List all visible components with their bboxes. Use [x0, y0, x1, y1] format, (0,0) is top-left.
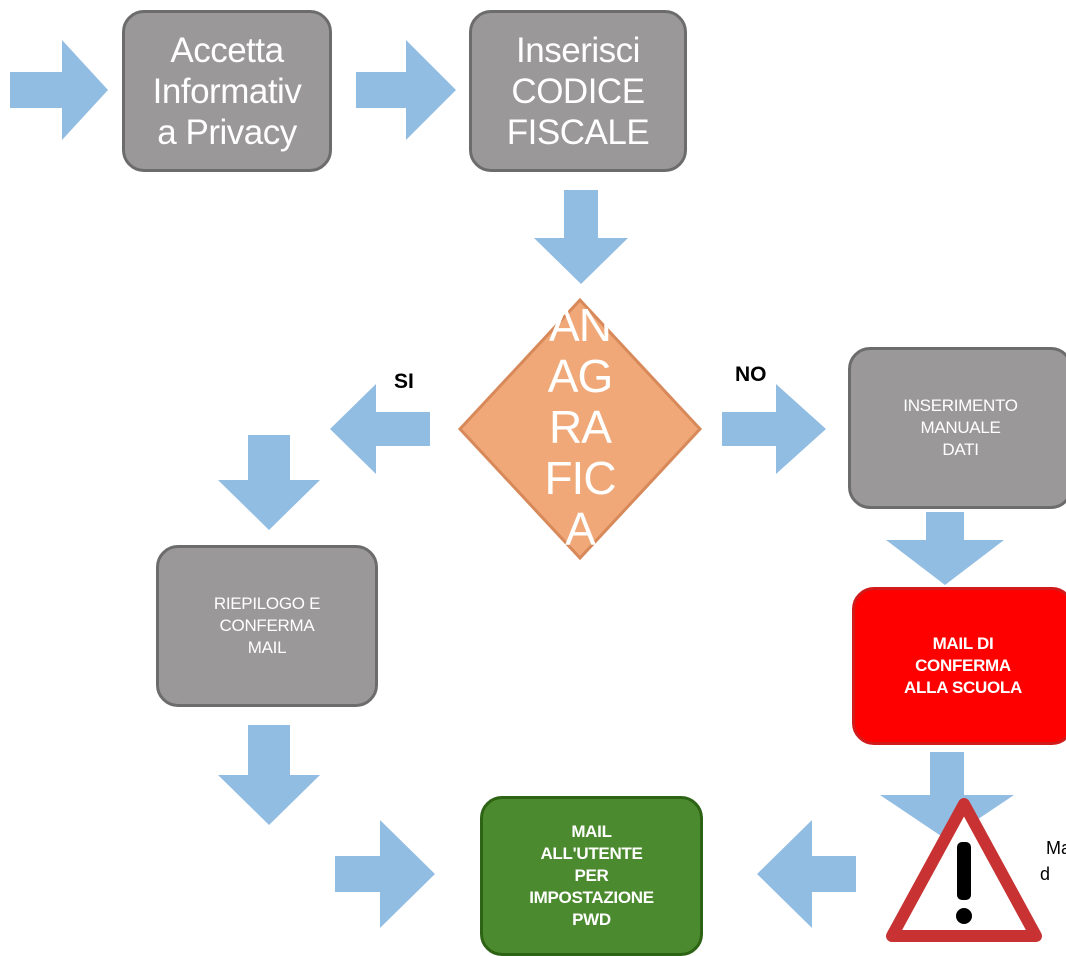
step-accetta-privacy: Accetta Informativ a Privacy — [122, 10, 332, 172]
decision-label: AN AG RA FIC A — [544, 299, 616, 555]
step-inserisci-label: Inserisci CODICE FISCALE — [506, 30, 650, 152]
step-riepilogo-label: RIEPILOGO E CONFERMA MAIL — [213, 594, 321, 657]
arrow-decision-to-no — [722, 384, 826, 474]
arrow-inserisci-to-decision — [534, 190, 628, 284]
decision-diamond — [457, 297, 703, 561]
arrow-si-to-riepilogo — [218, 435, 320, 530]
warning-note-line-2: d — [1040, 864, 1051, 884]
arrow-to-mail-utente-left — [335, 820, 435, 928]
step-inserimento-label: INSERIMENTO MANUALE DATI — [903, 396, 1018, 459]
arrow-warning-to-mail-utente — [757, 820, 856, 928]
branch-label-no: NO — [735, 363, 767, 386]
arrow-inserimento-to-mail-scuola — [886, 512, 1004, 585]
step-mail-utente: MAIL ALL'UTENTE PER IMPOSTAZIONE PWD — [480, 796, 703, 956]
step-mail-utente-label: MAIL ALL'UTENTE PER IMPOSTAZIONE PWD — [529, 822, 654, 929]
arrow-accetta-to-inserisci — [356, 40, 456, 140]
arrow-riepilogo-down — [218, 725, 320, 825]
step-inserisci-codice-fiscale: Inserisci CODICE FISCALE — [469, 10, 687, 172]
step-riepilogo-conferma: RIEPILOGO E CONFERMA MAIL — [156, 545, 378, 707]
warning-note-line-1: Ma — [1046, 838, 1066, 858]
branch-label-si: SI — [394, 370, 414, 393]
arrow-entry — [10, 40, 108, 140]
step-mail-conferma-scuola: MAIL DI CONFERMA ALLA SCUOLA — [852, 587, 1066, 745]
arrow-decision-to-si — [330, 384, 430, 474]
step-accetta-privacy-label: Accetta Informativ a Privacy — [152, 30, 302, 152]
step-inserimento-manuale: INSERIMENTO MANUALE DATI — [848, 347, 1066, 509]
step-mail-scuola-label: MAIL DI CONFERMA ALLA SCUOLA — [904, 634, 1022, 697]
arrow-mail-scuola-to-warning — [880, 752, 1014, 840]
warning-triangle-icon — [886, 798, 1042, 942]
